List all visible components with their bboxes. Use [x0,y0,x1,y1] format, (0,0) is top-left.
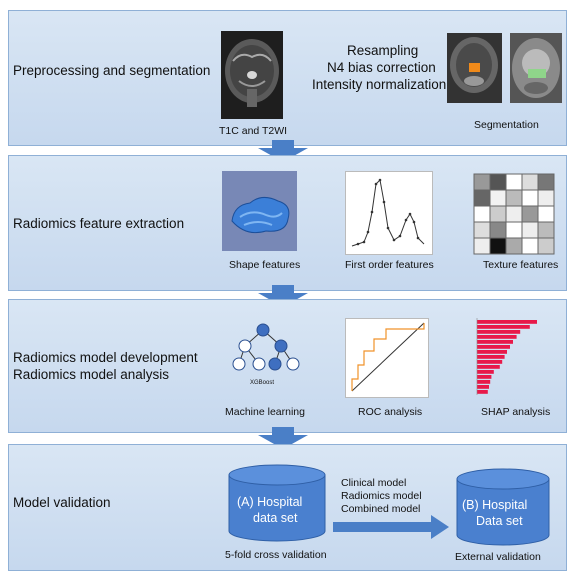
xgboost-label: XGBoost [250,380,275,386]
shap-bar [477,340,513,344]
shap-bar [477,385,489,389]
shap-bar [477,360,503,364]
preprocess-step: N4 bias correction [327,60,436,75]
model-name: Clinical model [341,477,407,489]
stage-feature-extraction-panel: Radiomics feature extraction Shape featu… [8,155,567,291]
dataset-a-caption: 5-fold cross validation [225,549,327,561]
down-arrow [258,427,308,449]
segmentation-image [447,33,502,103]
analysis-caption: SHAP analysis [481,406,551,418]
dataset-b-label: Data set [476,514,523,528]
shap-bar [477,380,491,384]
analysis-caption: Machine learning [225,406,305,418]
shap-bar-chart [476,318,537,395]
stage-title: Model validation [13,495,111,510]
feature-caption: Shape features [229,259,301,271]
dataset-b-caption: External validation [455,551,541,563]
preprocess-step: Intensity normalization [312,77,447,92]
dataset-b-cylinder [456,468,550,546]
shap-bar [477,350,507,354]
shap-bar [477,330,521,334]
shap-bar [477,370,494,374]
stage-preprocessing-panel: Preprocessing and segmentation T1C and T… [8,10,567,146]
down-arrow [258,140,308,162]
shap-bar [477,390,488,394]
right-arrow [333,515,449,539]
mri-image [221,31,283,119]
stage-title: Preprocessing and segmentation [13,63,211,78]
texture-grid-image [473,173,556,255]
stage-title: Radiomics model analysis [13,367,170,382]
stage-title: Radiomics feature extraction [13,216,185,231]
shap-bar [477,355,505,359]
segmentation-image [510,33,562,103]
segmentation-caption: Segmentation [474,119,539,131]
analysis-caption: ROC analysis [358,406,423,418]
dataset-a-cylinder [228,464,326,542]
down-arrow [258,285,308,307]
dataset-a-label: (A) Hospital [237,495,303,509]
stage-title: Radiomics model development [13,350,198,365]
shap-bar [477,345,510,349]
histogram-image [345,171,433,255]
shap-bar [477,335,517,339]
mri-caption: T1C and T2WI [219,125,288,137]
shap-bar [477,320,537,324]
xgboost-tree-icon [232,323,300,371]
feature-caption: Texture features [483,259,559,271]
model-name: Combined model [341,503,421,515]
feature-caption: First order features [345,259,434,271]
model-name: Radiomics model [341,490,422,502]
preprocess-step: Resampling [347,43,419,58]
stage-validation-panel: Model validation (A) Hospital data set 5… [8,444,567,571]
stage-model-development-panel: Radiomics model development Radiomics mo… [8,299,567,433]
dataset-b-label: (B) Hospital [462,498,528,512]
shap-bar [477,375,492,379]
shap-bar [477,365,500,369]
shap-bar [477,325,530,329]
dataset-a-label: data set [253,511,298,525]
roc-curve-image [345,318,429,398]
shape-feature-image [222,171,297,251]
